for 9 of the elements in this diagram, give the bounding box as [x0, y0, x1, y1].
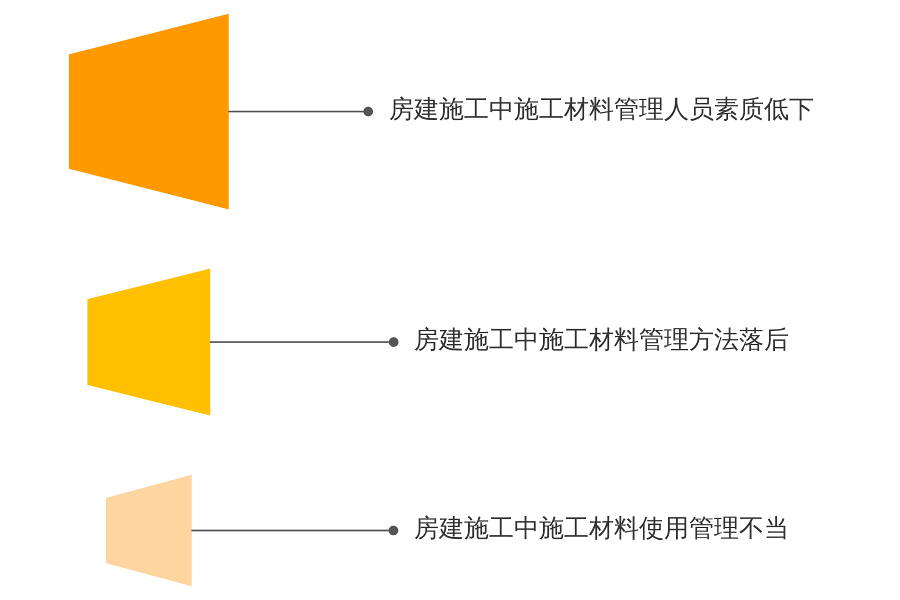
- connector: [210, 337, 399, 347]
- node-trapezoid: [106, 474, 192, 586]
- node-text: 房建施工中施工材料使用管理不当: [414, 513, 789, 542]
- node-trapezoid: [87, 268, 210, 416]
- node-trapezoid: [68, 14, 229, 210]
- connector: [191, 526, 398, 536]
- connector: [228, 106, 374, 116]
- node-text: 房建施工中施工材料管理人员素质低下: [388, 94, 814, 124]
- node-text: 房建施工中施工材料管理方法落后: [414, 324, 789, 354]
